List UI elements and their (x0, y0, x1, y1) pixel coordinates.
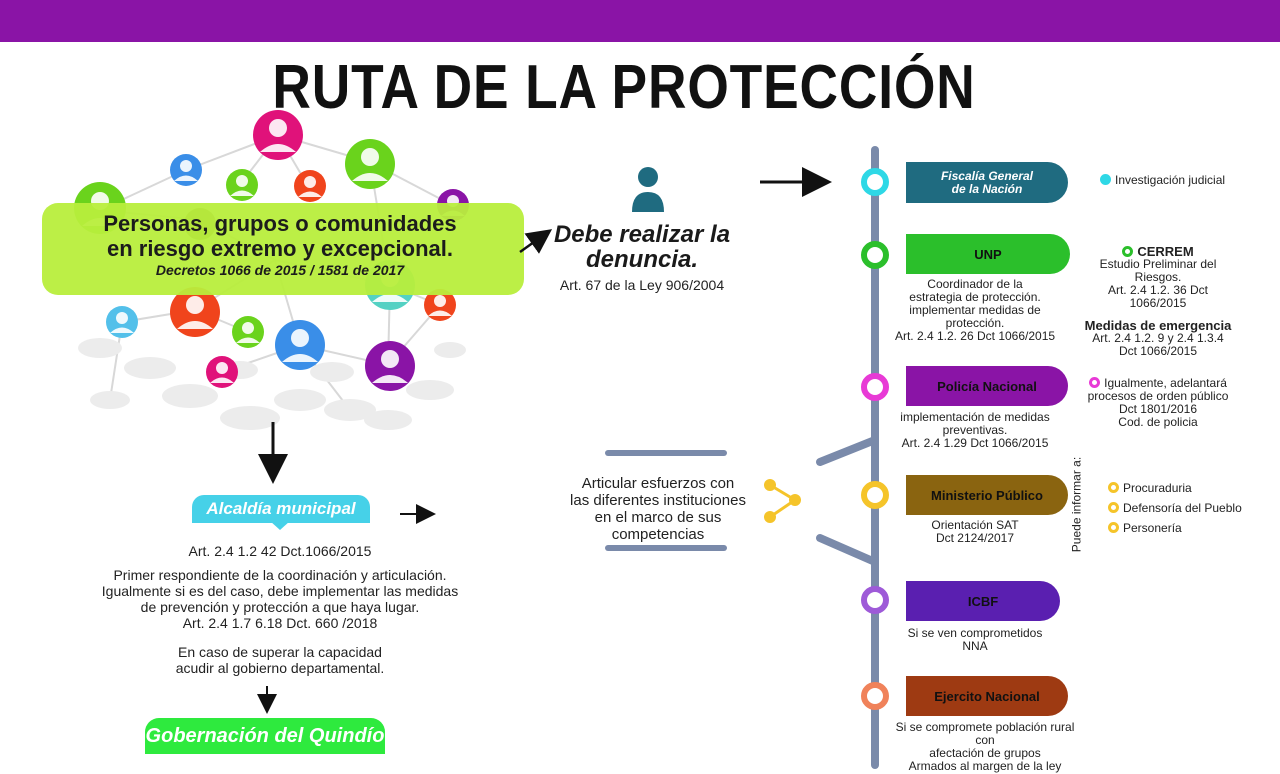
gobernacion-banner: Gobernación del Quindío (145, 718, 385, 754)
policia-pill: Policía Nacional (906, 366, 1068, 406)
people-line-2: en riesgo extremo y excepcional. (106, 236, 454, 261)
icbf-desc-1: Si se ven comprometidos (907, 626, 1043, 640)
alcaldia-cap-2: acudir al gobierno departamental. (175, 660, 385, 676)
policia-desc: implementación de medidas preventivas. A… (890, 411, 1060, 450)
policia-notes: Igualmente, adelantará procesos de orden… (1078, 377, 1238, 429)
fiscalia-line-1: Fiscalía General (940, 168, 1034, 183)
cyan-bullet-icon (1100, 174, 1111, 185)
articular-line-2: las diferentes instituciones (570, 492, 746, 509)
ministerio-desc-1: Orientación SAT (931, 518, 1019, 532)
cerrem-desc-1: Estudio Preliminar del Riesgos. (1099, 257, 1217, 284)
cerrem-desc-2: Art. 2.4 1.2. 36 Dct 1066/2015 (1107, 283, 1209, 310)
share-icon (764, 479, 801, 523)
alcaldia-desc-2: Igualmente si es del caso, debe implemen… (101, 583, 459, 599)
alcaldia-banner: Alcaldía municipal (192, 495, 370, 523)
denuncia-line-1: Debe realizar la (553, 221, 731, 248)
fiscalia-note-text: Investigación judicial (1115, 173, 1226, 187)
alcaldia-details: Art. 2.4 1.2 42 Dct.1066/2015 Primer res… (90, 543, 470, 676)
articular-line-1: Articular esfuerzos con (581, 475, 735, 492)
ministerio-node (861, 481, 889, 509)
policia-desc-1: implementación de medidas (900, 410, 1050, 424)
people-text: Personas, grupos o comunidades en riesgo… (60, 211, 500, 279)
denuncia-line-2: denuncia. (585, 246, 699, 273)
alcaldia-desc-1: Primer respondiente de la coordinación y… (113, 567, 447, 583)
denuncia-ref: Art. 67 de la Ley 906/2004 (559, 277, 725, 293)
yellow-bullet-icon (1108, 482, 1119, 493)
policia-node (861, 373, 889, 401)
icbf-desc-2: NNA (962, 639, 988, 653)
people-highlight-box (42, 203, 524, 295)
procuraduria-label: Procuraduria (1123, 481, 1192, 495)
ministerio-list-item: Defensoría del Pueblo (1108, 498, 1242, 518)
banner-pointer (270, 521, 290, 530)
ministerio-list: Procuraduria Defensoría del Pueblo Perso… (1108, 478, 1242, 538)
green-bullet-icon (1122, 246, 1134, 257)
alcaldia-desc-3: de prevención y protección a que haya lu… (140, 599, 420, 615)
top-bar (0, 0, 1280, 42)
unp-desc: Coordinador de la estrategia de protecci… (890, 278, 1060, 343)
unp-desc-2: estrategia de protección. (909, 290, 1041, 304)
yellow-bullet-icon (1108, 522, 1119, 533)
denuncia-block: Debe realizar la denuncia. Art. 67 de la… (548, 222, 736, 294)
ejercito-pill: Ejercito Nacional (906, 676, 1068, 716)
policia-note-3: Dct 1801/2016 (1118, 402, 1198, 416)
ministerio-list-item: Procuraduria (1108, 478, 1242, 498)
defensoria-label: Defensoría del Pueblo (1123, 501, 1242, 515)
ejercito-desc: Si se compromete población rural con afe… (885, 721, 1085, 773)
ejercito-desc-1: Si se compromete población rural con (895, 720, 1075, 747)
alcaldia-desc-4: Art. 2.4 1.7 6.18 Dct. 660 /2018 (182, 615, 378, 631)
ministerio-pill: Ministerio Público (906, 475, 1068, 515)
medidas-desc-1: Art. 2.4 1.2. 9 y 2.4 1.3.4 (1092, 331, 1224, 345)
ministerio-vertical-label: Puede informar a: (1069, 456, 1084, 553)
unp-desc-3: implementar medidas de (909, 303, 1041, 317)
unp-desc-5: Art. 2.4 1.2. 26 Dct 1066/2015 (894, 329, 1056, 343)
fiscalia-pill: Fiscalía General de la Nación (906, 162, 1068, 203)
policia-desc-2: preventivas. (942, 423, 1008, 437)
alcaldia-cap-1: En caso de superar la capacidad (178, 644, 382, 660)
ejercito-desc-3: Armados al margen de la ley (908, 759, 1062, 773)
alcaldia-art: Art. 2.4 1.2 42 Dct.1066/2015 (188, 543, 372, 559)
policia-desc-3: Art. 2.4 1.29 Dct 1066/2015 (901, 436, 1049, 450)
policia-note-2: procesos de orden público (1087, 389, 1229, 403)
yellow-bullet-icon (1108, 502, 1119, 513)
unp-node (861, 241, 889, 269)
ministerio-desc: Orientación SAT Dct 2124/2017 (900, 519, 1050, 545)
page-title: RUTA DE LA PROTECCIÓN (272, 53, 976, 122)
icbf-desc: Si se ven comprometidos NNA (890, 627, 1060, 653)
people-decrees: Decretos 1066 de 2015 / 1581 de 2017 (155, 262, 405, 278)
user-icon (632, 167, 664, 212)
medidas-desc-2: Dct 1066/2015 (1118, 344, 1198, 358)
icbf-node (861, 586, 889, 614)
medidas-label: Medidas de emergencia (1084, 318, 1232, 333)
unp-pill: UNP (906, 234, 1070, 274)
fiscalia-note: Investigación judicial (1100, 173, 1225, 187)
ministerio-desc-2: Dct 2124/2017 (935, 531, 1015, 545)
cerrem-label: CERREM (1137, 244, 1194, 259)
articular-text: Articular esfuerzos con las diferentes i… (556, 475, 760, 543)
policia-note-4: Cod. de policia (1118, 415, 1198, 429)
ministerio-list-item: Personería (1108, 518, 1242, 538)
policia-note-1: Igualmente, adelantará (1104, 376, 1227, 390)
unp-desc-1: Coordinador de la (927, 277, 1023, 291)
people-line-1: Personas, grupos o comunidades (103, 211, 457, 236)
magenta-bullet-icon (1089, 377, 1101, 388)
unp-notes: CERREM Estudio Preliminar del Riesgos. A… (1078, 245, 1238, 358)
ejercito-desc-2: afectación de grupos (929, 746, 1041, 760)
unp-desc-4: protección. (945, 316, 1005, 330)
personeria-label: Personería (1123, 521, 1182, 535)
articular-line-3: en el marco de sus competencias (594, 509, 722, 543)
fiscalia-line-2: de la Nación (951, 181, 1023, 196)
fiscalia-node (861, 168, 889, 196)
ejercito-node (861, 682, 889, 710)
icbf-pill: ICBF (906, 581, 1060, 621)
